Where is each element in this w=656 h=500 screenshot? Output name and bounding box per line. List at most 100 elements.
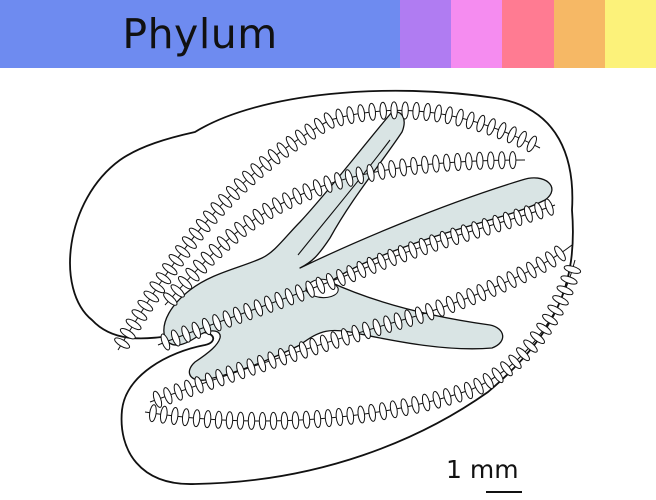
comb-plate (434, 104, 442, 123)
comb-plate (444, 106, 453, 125)
comb-plate (170, 284, 185, 298)
comb-plate (453, 385, 463, 403)
comb-plate (516, 347, 530, 362)
comb-plate (379, 101, 387, 120)
scale-bar (486, 491, 522, 493)
comb-plate (159, 405, 168, 424)
comb-plate (498, 151, 506, 170)
comb-plate (491, 367, 504, 384)
comb-plate (253, 299, 264, 317)
comb-plate (185, 267, 200, 282)
comb-plate (486, 118, 496, 136)
comb-plate (429, 234, 439, 252)
comb-plate (336, 268, 346, 287)
comb-plate (372, 318, 382, 337)
comb-plate (482, 373, 494, 390)
comb-plate (556, 285, 574, 296)
comb-plate (486, 279, 497, 297)
comb-plate (114, 337, 131, 349)
comb-plate (212, 314, 222, 332)
comb-plate (304, 123, 316, 140)
comb-plate (523, 339, 538, 353)
comb-plate (344, 169, 354, 187)
comb-plate (288, 344, 298, 362)
comb-plate (201, 317, 212, 336)
comb-plate (163, 292, 178, 306)
comb-plate (335, 108, 344, 127)
comb-plate (259, 156, 272, 171)
comb-plate (222, 310, 232, 328)
comb-plate (216, 236, 231, 251)
comb-plate (233, 178, 248, 193)
comb-plate (242, 170, 256, 186)
comb-plate (168, 254, 184, 267)
comb-plate (465, 111, 475, 130)
comb-plate (383, 315, 392, 333)
comb-plate (175, 245, 191, 258)
comb-plate (423, 103, 431, 121)
comb-plate (496, 122, 507, 140)
comb-plate (258, 412, 267, 430)
comb-plate (334, 172, 343, 190)
comb-plate (390, 101, 398, 120)
comb-plate (152, 390, 163, 408)
comb-plate (536, 322, 552, 335)
comb-plate (236, 361, 246, 380)
comb-plate (408, 241, 418, 259)
comb-plate (414, 306, 424, 324)
comb-plate (143, 290, 160, 303)
comb-plate (357, 405, 366, 424)
comb-plate (387, 248, 397, 266)
comb-plate (285, 135, 298, 152)
comb-plate (513, 208, 523, 226)
comb-plate (302, 183, 313, 201)
comb-plate (362, 321, 371, 340)
comb-plate (439, 230, 449, 249)
comb-plate (355, 166, 364, 185)
comb-plate (366, 256, 377, 274)
comb-plate (454, 153, 462, 171)
comb-plate (526, 261, 537, 279)
comb-plate (465, 152, 473, 171)
comb-plate (487, 151, 495, 170)
comb-plate (534, 202, 544, 220)
comb-plate (368, 102, 377, 121)
comb-plate (215, 368, 225, 387)
comb-plate (418, 237, 428, 256)
comb-plate (170, 407, 179, 425)
comb-plate (313, 117, 326, 134)
comb-plate (323, 112, 335, 129)
comb-plate (397, 245, 408, 263)
comb-plate (346, 406, 355, 425)
comb-plate (191, 321, 202, 339)
comb-plate (473, 377, 484, 395)
comb-plate (315, 276, 326, 294)
comb-plate (506, 126, 517, 144)
comb-plate (276, 142, 289, 158)
comb-plate (131, 309, 148, 321)
comb-plate (309, 337, 319, 356)
comb-plate (500, 361, 513, 377)
comb-plate (535, 256, 547, 273)
comb-plate (208, 243, 223, 259)
comb-plate (203, 410, 212, 429)
comb-plate (421, 393, 431, 412)
comb-plate (137, 299, 154, 312)
comb-plate (236, 411, 245, 430)
comb-plate (432, 154, 440, 173)
comb-plate (181, 236, 197, 249)
comb-plate (246, 358, 256, 376)
comb-plate (508, 151, 517, 170)
comb-plate (163, 387, 173, 405)
comb-plate (340, 328, 350, 346)
comb-plate (351, 324, 361, 343)
comb-plate (400, 398, 409, 417)
comb-plate (282, 192, 293, 210)
organism-figure (69, 89, 582, 485)
comb-plate (506, 271, 517, 288)
comb-plate (554, 245, 566, 262)
page-title: Phylum (122, 10, 278, 58)
comb-plate (149, 404, 157, 423)
comb-plate (232, 306, 243, 324)
comb-plate (463, 381, 474, 400)
